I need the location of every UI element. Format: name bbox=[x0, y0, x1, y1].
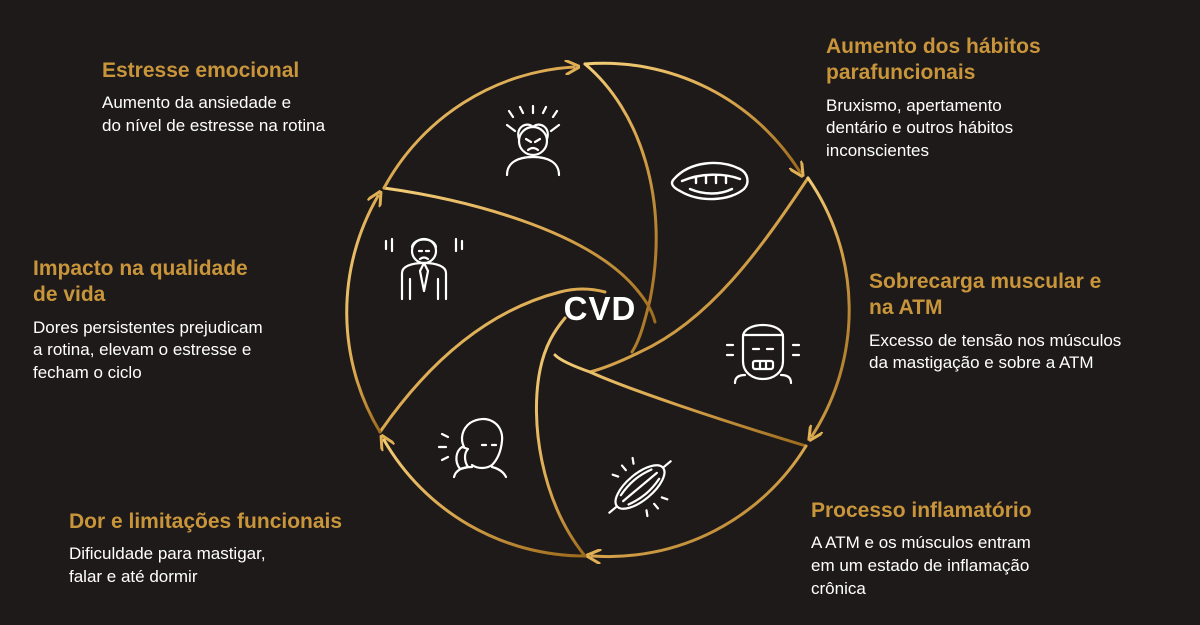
step-quality: Impacto na qualidade de vida Dores persi… bbox=[33, 256, 343, 385]
clenched-jaw-icon bbox=[725, 324, 801, 385]
stressed-person-icon bbox=[505, 104, 561, 177]
step-description: Aumento da ansiedade e do nível de estre… bbox=[102, 93, 326, 136]
arrow-stress-to-habits bbox=[382, 67, 574, 190]
center-label: CVD bbox=[563, 290, 637, 327]
inflamed-muscle-icon bbox=[608, 456, 672, 518]
step-description: Dores persistentes prejudicam a rotina, … bbox=[33, 317, 263, 383]
step-title: Impacto na qualidade de vida bbox=[33, 257, 248, 307]
blade-5 bbox=[378, 287, 607, 434]
outer-arrows bbox=[345, 61, 851, 558]
biting-lip-icon bbox=[670, 161, 749, 201]
step-title: Sobrecarga muscular e na ATM bbox=[869, 270, 1102, 320]
arrow-quality-to-stress bbox=[345, 196, 380, 434]
step-description: A ATM e os músculos entram em um estado … bbox=[811, 533, 1031, 599]
arrow-inflammation-to-pain bbox=[592, 444, 808, 557]
arrow-pain-to-quality bbox=[384, 440, 587, 558]
step-title: Dor e limitações funcionais bbox=[69, 510, 343, 533]
step-stress: Estresse emocional Aumento da ansiedade … bbox=[102, 58, 402, 138]
blade-4 bbox=[535, 316, 587, 558]
step-description: Dificuldade para mastigar, falar e até d… bbox=[69, 544, 266, 587]
step-title: Aumento dos hábitos parafuncionais bbox=[826, 35, 1041, 85]
step-title: Estresse emocional bbox=[102, 59, 300, 82]
blade-3 bbox=[553, 353, 808, 448]
blade-1 bbox=[583, 62, 658, 354]
worried-person-icon bbox=[384, 237, 464, 301]
step-description: Bruxismo, apertamento dentário e outros … bbox=[826, 95, 1014, 161]
step-inflammation: Processo inflamatório A ATM e os músculo… bbox=[811, 498, 1141, 601]
jaw-pain-icon bbox=[437, 417, 508, 479]
step-habits: Aumento dos hábitos parafuncionais Bruxi… bbox=[826, 34, 1156, 163]
step-title: Processo inflamatório bbox=[811, 499, 1032, 522]
spiral-blades bbox=[378, 62, 810, 558]
arrow-overload-to-inflammation bbox=[806, 176, 851, 436]
blade-2 bbox=[588, 176, 810, 374]
step-overload: Sobrecarga muscular e na ATM Excesso de … bbox=[869, 269, 1189, 375]
arrow-habits-to-overload bbox=[583, 61, 800, 172]
blade-6 bbox=[382, 186, 657, 324]
step-pain: Dor e limitações funcionais Dificuldade … bbox=[69, 509, 409, 589]
step-description: Excesso de tensão nos músculos da mastig… bbox=[869, 330, 1122, 373]
